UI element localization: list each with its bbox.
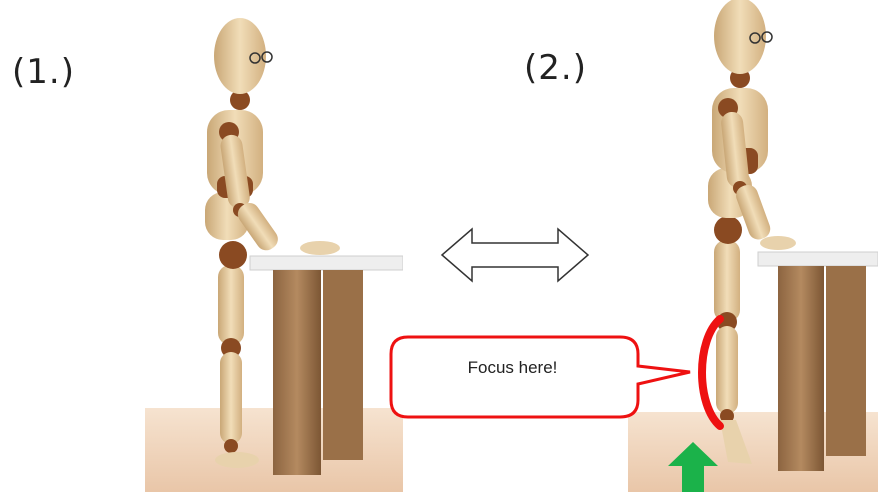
callout-bubble [389,335,691,419]
table-top [249,255,403,271]
focus-arc-icon [698,315,724,430]
step-1-label: (1.) [12,52,75,92]
scene-on-tiptoe [628,0,878,492]
table-leg [273,270,321,475]
table-leg-2 [323,270,363,460]
double-headed-arrow-icon [440,227,590,283]
green-up-arrow-icon [668,442,718,492]
step-2-label: (2.) [524,48,587,88]
scene-standing-flat [145,0,403,492]
callout-text: Focus here! [467,358,558,377]
